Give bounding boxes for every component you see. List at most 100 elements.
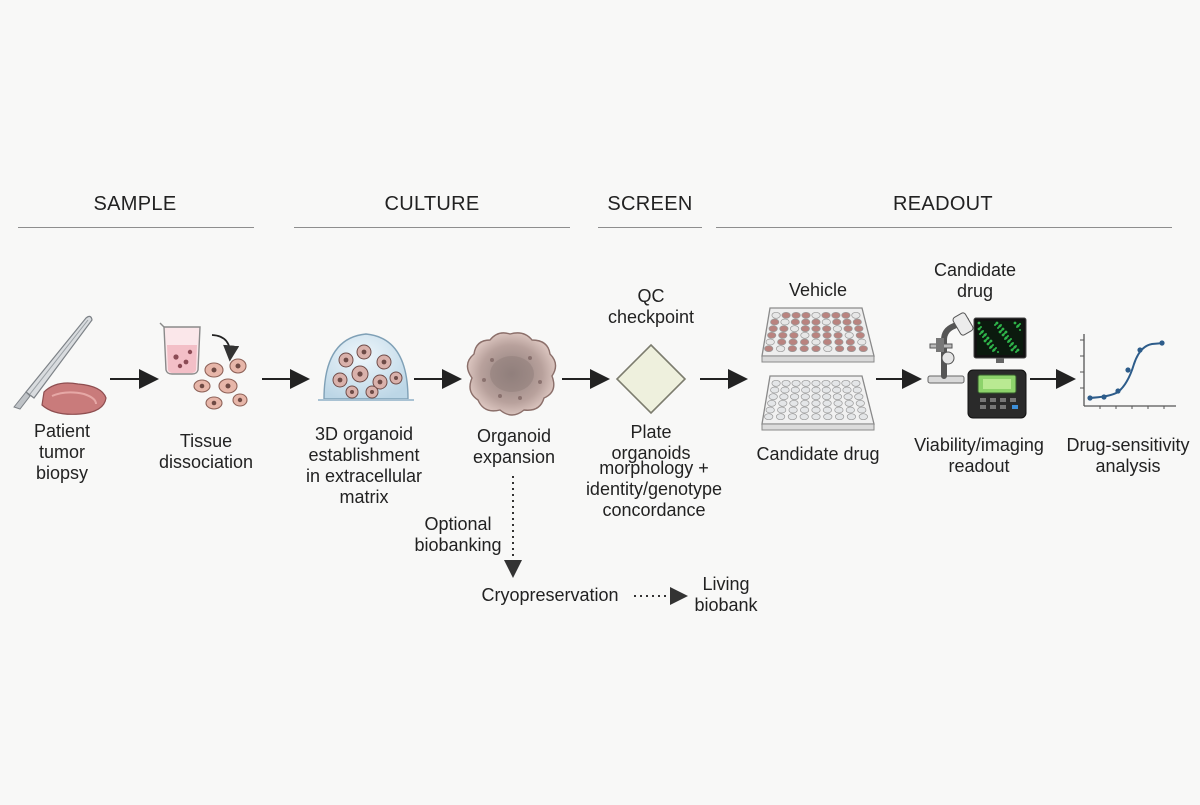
phase-divider-sample bbox=[18, 227, 254, 228]
plate-well bbox=[811, 311, 821, 319]
vehicle-plate-icon bbox=[761, 307, 875, 363]
plate-well bbox=[821, 311, 831, 319]
plate-well bbox=[857, 338, 867, 346]
plate-well bbox=[852, 318, 862, 326]
plate-well bbox=[764, 413, 774, 421]
label-vehicle: Vehicle bbox=[788, 280, 848, 300]
plate-well bbox=[767, 399, 777, 407]
plate-well bbox=[801, 318, 811, 326]
plate-well bbox=[844, 399, 854, 407]
monitor-signal-dot bbox=[982, 336, 984, 338]
plate-well bbox=[831, 311, 841, 319]
plate-well bbox=[835, 345, 845, 353]
phase-header-culture: CULTURE bbox=[384, 193, 480, 215]
imaging-monitor-icon bbox=[973, 317, 1027, 363]
plate-well bbox=[854, 393, 864, 401]
plate-well bbox=[780, 318, 790, 326]
plate-well bbox=[781, 311, 791, 319]
plate-well bbox=[771, 311, 781, 319]
plate-well bbox=[811, 338, 821, 346]
label-candidate-drug: Candidate drug bbox=[933, 260, 1017, 301]
plate-well bbox=[833, 399, 843, 407]
plate-well bbox=[822, 406, 832, 414]
plate-well bbox=[777, 406, 787, 414]
plate-well bbox=[778, 331, 788, 339]
plate-well bbox=[800, 393, 810, 401]
plate-well bbox=[800, 331, 810, 339]
plate-well bbox=[834, 406, 844, 414]
plate-well bbox=[811, 406, 821, 414]
plate-well bbox=[811, 325, 821, 333]
plate-well bbox=[851, 379, 861, 387]
microscope-icon bbox=[927, 312, 974, 384]
label-organoid-expansion: Organoid expansion bbox=[472, 426, 556, 467]
plate-well bbox=[821, 318, 831, 326]
plate-well bbox=[790, 386, 800, 394]
plate-well bbox=[789, 399, 799, 407]
scalpel-icon bbox=[13, 315, 93, 410]
label-plate-organoids: Plate organoids bbox=[611, 422, 691, 463]
qc-checkpoint-diamond bbox=[615, 343, 687, 415]
plate-well bbox=[832, 393, 842, 401]
plate-well bbox=[811, 318, 821, 326]
monitor-signal-dot bbox=[1004, 338, 1006, 340]
plate-well bbox=[800, 325, 810, 333]
plate-well bbox=[768, 325, 778, 333]
label-optional-biobanking: Optional biobanking bbox=[414, 514, 502, 555]
plate-well bbox=[790, 325, 800, 333]
plate-well bbox=[779, 325, 789, 333]
plate-well bbox=[846, 413, 856, 421]
plate-well bbox=[811, 399, 821, 407]
phase-header-sample: SAMPLE bbox=[93, 193, 177, 215]
monitor-signal-dot bbox=[997, 327, 999, 329]
plate-well bbox=[780, 386, 790, 394]
monitor-signal-dot bbox=[1016, 326, 1018, 328]
phase-header-screen: SCREEN bbox=[607, 193, 693, 215]
plate-well bbox=[770, 318, 780, 326]
plate-well bbox=[787, 413, 797, 421]
plate-well bbox=[843, 325, 853, 333]
plate-well bbox=[799, 413, 809, 421]
plate-well bbox=[767, 331, 777, 339]
plate-well bbox=[822, 331, 832, 339]
plate-well bbox=[832, 325, 842, 333]
plate-well bbox=[801, 386, 811, 394]
pour-arrow-icon bbox=[211, 334, 240, 362]
plate-well bbox=[855, 331, 865, 339]
expanded-organoid-icon bbox=[466, 332, 557, 416]
label-qc-checkpoint: QC checkpoint bbox=[607, 286, 695, 327]
phase-header-readout: READOUT bbox=[893, 193, 993, 215]
plate-well bbox=[787, 345, 797, 353]
plate-well bbox=[857, 406, 867, 414]
plate-well bbox=[834, 338, 844, 346]
plate-well bbox=[789, 331, 799, 339]
plate-well bbox=[833, 331, 843, 339]
plate-well bbox=[846, 345, 856, 353]
plate-well bbox=[781, 379, 791, 387]
label-drug-sensitivity-analysis: Drug-sensitivity analysis bbox=[1066, 435, 1190, 476]
plate-well bbox=[771, 379, 781, 387]
plate-well bbox=[791, 379, 801, 387]
plate-well bbox=[800, 406, 810, 414]
plate-well bbox=[858, 413, 868, 421]
plate-well bbox=[822, 393, 832, 401]
phase-divider-screen bbox=[598, 227, 702, 228]
plate-well bbox=[822, 325, 832, 333]
plate-well bbox=[777, 338, 787, 346]
plate-well bbox=[788, 406, 798, 414]
plate-well bbox=[831, 379, 841, 387]
label-3d-organoid-establishment: 3D organoid establishment in extracellul… bbox=[305, 424, 423, 507]
candidate-plate-icon bbox=[761, 375, 875, 431]
plate-well bbox=[843, 393, 853, 401]
monitor-signal-dot bbox=[998, 330, 1002, 334]
tissue-biopsy-icon bbox=[41, 382, 107, 415]
monitor-signal-dot bbox=[1015, 351, 1017, 353]
plate-well bbox=[842, 386, 852, 394]
monitor-signal-dot bbox=[1001, 333, 1005, 337]
plate-well bbox=[790, 318, 800, 326]
plate-well bbox=[841, 379, 851, 387]
plate-well bbox=[788, 338, 798, 346]
plate-well bbox=[791, 311, 801, 319]
monitor-signal-dot bbox=[1013, 321, 1017, 325]
